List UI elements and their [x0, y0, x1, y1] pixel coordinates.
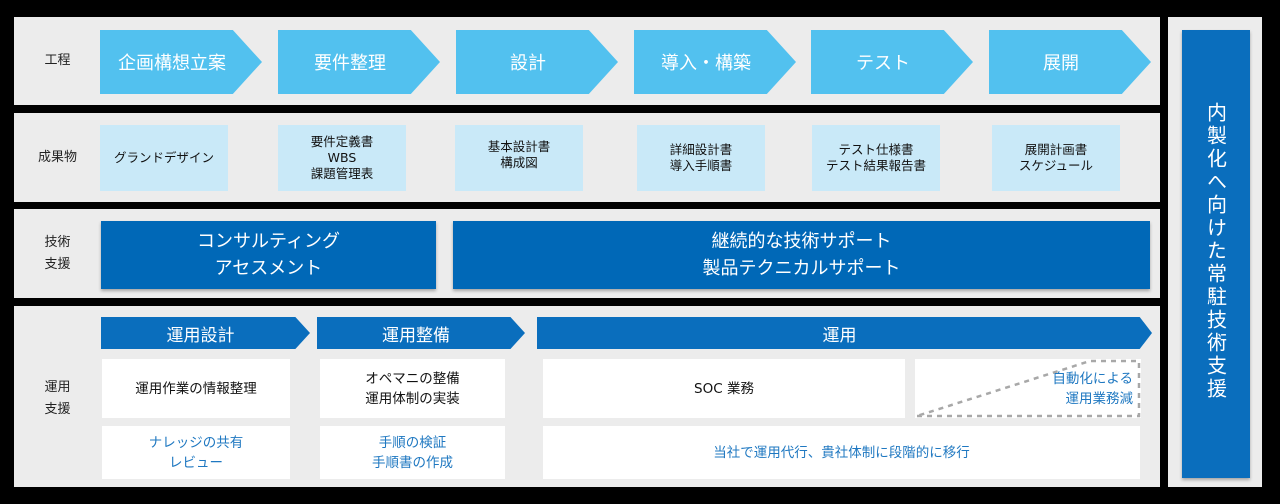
ops-task-box: 手順の検証手順書の作成 [320, 426, 505, 479]
transition-box: 当社で運用代行、貴社体制に段階的に移行 [543, 426, 1140, 479]
ops-task-box: 運用作業の情報整理 [102, 359, 290, 418]
deliverable-box: グランドデザイン [100, 125, 228, 191]
row-label-ops: 運用支援 [44, 380, 71, 417]
row-label-deliverables: 成果物 [37, 150, 77, 165]
row-label-tech: 技術支援 [44, 235, 71, 272]
phase-arrow: 要件整理 [278, 30, 440, 94]
phase-arrow: 導入・構築 [634, 30, 796, 94]
automation-box: 自動化による運用業務減 [915, 359, 1141, 418]
ops-phase-arrow: 運用整備 [317, 317, 525, 349]
ops-phase-arrow: 運用設計 [101, 317, 310, 349]
phase-arrow: 展開 [989, 30, 1151, 94]
deliverable-box: 詳細設計書導入手順書 [637, 125, 765, 191]
phase-arrow: テスト [811, 30, 973, 94]
consulting-box: コンサルティングアセスメント [101, 221, 436, 289]
ops-task-box: オペマニの整備運用体制の実装 [320, 359, 505, 418]
phase-arrow: 企画構想立案 [100, 30, 262, 94]
deliverable-box: テスト仕様書テスト結果報告書 [812, 125, 940, 191]
row-label-process: 工程 [44, 53, 71, 68]
deliverable-box: 基本設計書構成図 [455, 125, 583, 191]
ops-task-box: ナレッジの共有レビュー [102, 426, 290, 479]
deliverable-box: 展開計画書スケジュール [992, 125, 1120, 191]
phase-arrow: 設計 [456, 30, 618, 94]
ops-phase-arrow: 運用 [537, 317, 1152, 349]
continuous-support-box: 継続的な技術サポート製品テクニカルサポート [453, 221, 1150, 289]
soc-box: SOC 業務 [543, 359, 905, 418]
resident-support-bar: 内製化へ向けた常駐技術支援 [1182, 30, 1250, 478]
